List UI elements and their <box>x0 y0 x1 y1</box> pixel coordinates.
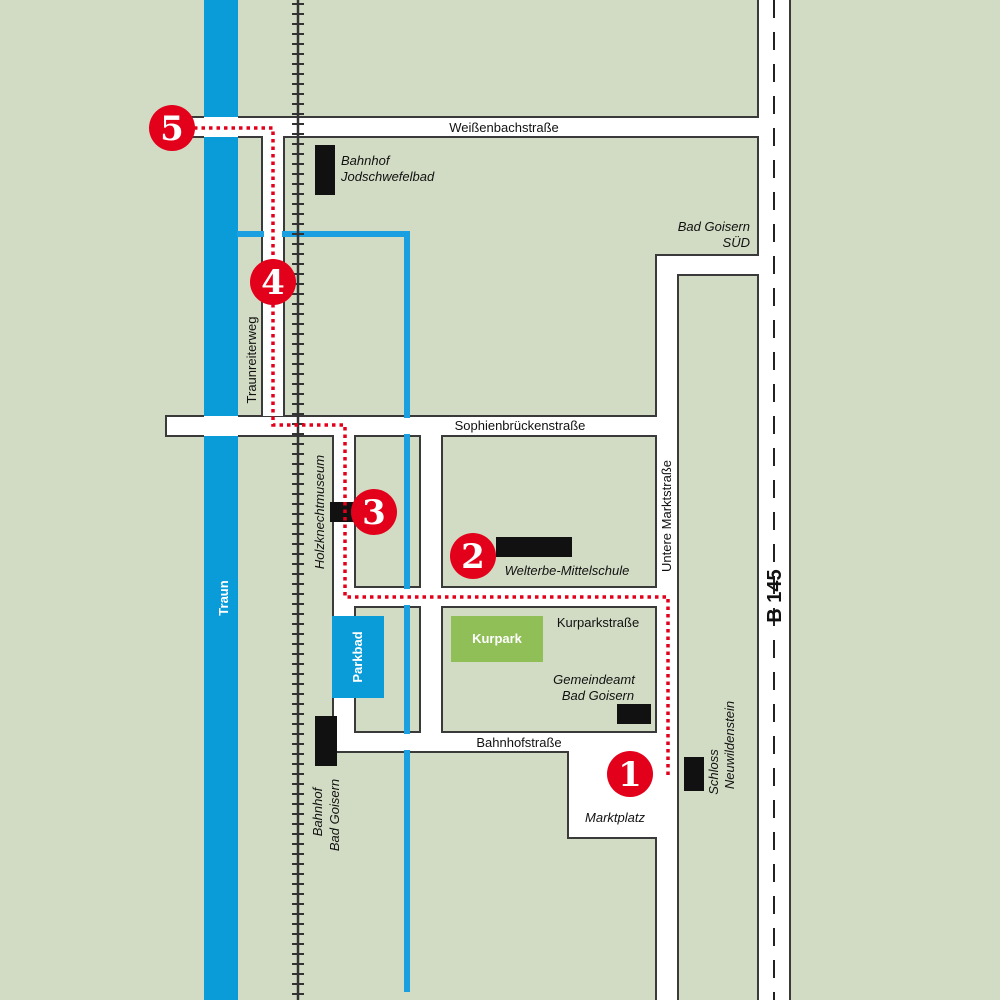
bahnhof-bad-goisern-building <box>315 716 337 766</box>
kurpark-label: Kurpark <box>472 631 523 646</box>
parkbad-area <box>332 616 384 698</box>
bahnhof-bad-label-2: Bad Goisern <box>327 779 342 851</box>
weissenbach-bridge <box>204 117 238 137</box>
mittelschule-building <box>496 537 572 557</box>
schloss-label-1: Schloss <box>706 749 721 795</box>
river-label: Traun <box>216 580 231 615</box>
route-marker-1[interactable]: 1 <box>607 751 653 797</box>
bad-goisern-sued-label-2: SÜD <box>723 235 750 250</box>
railway <box>292 0 304 1000</box>
stop-marker-icon <box>351 489 397 535</box>
bahnhof-jod-label-1: Bahnhof <box>341 153 391 168</box>
gemeindeamt-label-1: Gemeindeamt <box>553 672 636 687</box>
route-marker-5[interactable]: 5 <box>149 105 195 151</box>
traunreiterweg-label: Traunreiterweg <box>244 317 259 404</box>
marker-number: 3 <box>362 493 386 533</box>
stop-marker-icon <box>607 751 653 797</box>
marker-number: 5 <box>160 109 184 149</box>
gemeindeamt-building <box>617 704 651 724</box>
marktplatz-label: Marktplatz <box>585 810 645 825</box>
stop-marker-icon <box>450 533 496 579</box>
marker-number: 4 <box>261 263 285 303</box>
schloss-label-2: Neuwildenstein <box>722 701 737 789</box>
stop-marker-icon <box>250 259 296 305</box>
bahnhof-street-label: Bahnhofstraße <box>476 735 561 750</box>
bad-goisern-sued-label-1: Bad Goisern <box>678 219 750 234</box>
route-marker-3[interactable]: 3 <box>351 489 397 535</box>
bahnhof-jod-label-2: Jodschwefelbad <box>340 169 435 184</box>
untere-markt-label: Untere Marktstraße <box>659 460 674 572</box>
sophien-bridge <box>204 416 238 436</box>
bahnhof-jodschwefelbad-building <box>315 145 335 195</box>
route-marker-4[interactable]: 4 <box>250 259 296 305</box>
kurpark-area <box>451 616 543 662</box>
gemeindeamt-label-2: Bad Goisern <box>562 688 634 703</box>
sophienbruecken-label: Sophienbrückenstraße <box>455 418 586 433</box>
marker-number: 1 <box>618 755 642 795</box>
schloss-building <box>684 757 704 791</box>
bahnhof-bad-label-1: Bahnhof <box>310 786 325 836</box>
traun-river <box>204 0 238 1000</box>
kurpark-street-label: Kurparkstraße <box>557 615 639 630</box>
marker-number: 2 <box>461 537 485 577</box>
mittelschule-label: Welterbe-Mittelschule <box>505 563 630 578</box>
parkbad-label: Parkbad <box>350 631 365 682</box>
b145-label: B 145 <box>764 569 786 622</box>
stop-marker-icon <box>149 105 195 151</box>
route-marker-2[interactable]: 2 <box>450 533 496 579</box>
weissenbach-label: Weißenbachstraße <box>449 120 559 135</box>
holzknechtmuseum-label: Holzknechtmuseum <box>312 455 327 569</box>
